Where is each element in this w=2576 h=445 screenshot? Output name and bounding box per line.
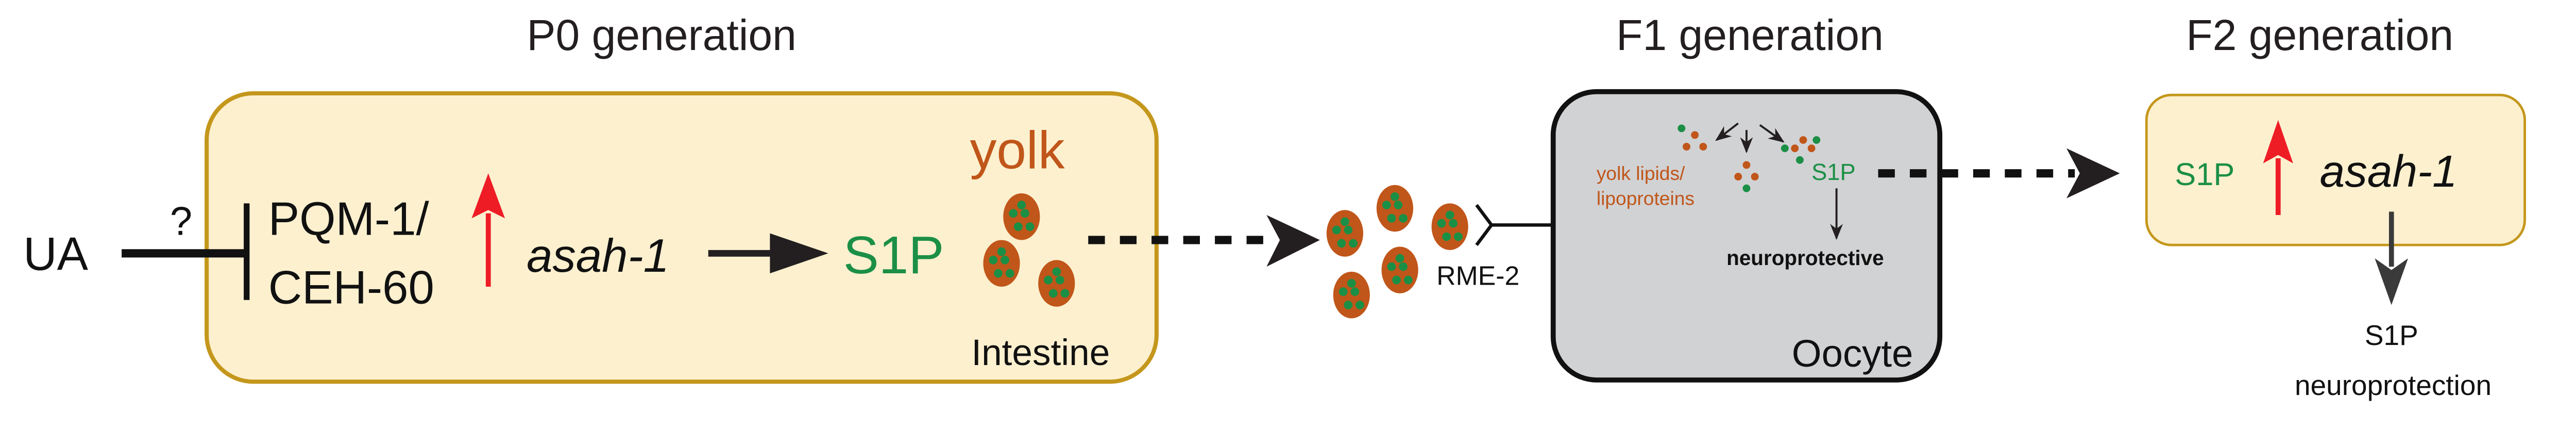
lipid-dots-right [1781,136,1821,164]
lipid-dots-left [1677,124,1707,151]
f2-box [2145,93,2526,246]
lipid-dots-middle [1734,161,1759,192]
asah1-gene-label: asah-1 [527,230,669,282]
s1p-label-f1: S1P [1811,159,1856,185]
yolk-particle-icon [1326,210,1363,257]
upregulation-arrow-icon [471,173,505,287]
s1p-label-p0: S1P [843,225,944,285]
upregulation-arrow-f2-icon [2263,120,2293,215]
oocyte-box [1550,89,1943,383]
produces-arrow-icon [708,233,828,274]
yolk-particle-icon [1333,271,1370,319]
pqm1-label: PQM-1/ [268,193,430,245]
p0-generation-title: P0 generation [527,11,796,59]
rme2-receptor-icon [1475,204,1553,246]
s1p-outcome-label: S1P [2365,319,2418,351]
secretion-dashed-arrow-icon [1088,215,1320,267]
intestine-label: Intestine [971,333,1110,373]
ua-label: UA [23,228,88,281]
yolk-particle-icon [1381,246,1418,293]
inheritance-dashed-arrow-icon [1878,148,2120,199]
f2-output-arrow-icon [2375,211,2409,305]
yolk-particle-icon [983,240,1020,287]
f2-generation-title: F2 generation [2186,11,2453,59]
oocyte-label: Oocyte [1792,332,1913,375]
neuroprotection-label: neuroprotection [2295,369,2492,401]
yolk-lipids-label-line1: yolk lipids/ [1597,162,1685,184]
uncertain-mark: ? [170,200,192,244]
yolk-label: yolk [970,120,1065,179]
f1-generation-title: F1 generation [1616,11,1884,59]
yolk-particle-icon [1431,203,1468,250]
rme2-label: RME-2 [1436,261,1519,291]
yolk-lipids-label-line2: lipoproteins [1597,188,1694,209]
ceh60-label: CEH-60 [268,261,434,314]
yolk-particles-intestine [983,193,1075,307]
yolk-particle-icon [1038,260,1075,307]
yolk-particles-transport [1326,185,1468,319]
s1p-label-f2: S1P [2175,157,2234,192]
neuroprotective-label: neuroprotective [1726,246,1884,270]
yolk-particle-icon [1376,185,1414,232]
asah1-gene-label-f2: asah-1 [2320,146,2458,196]
yolk-particle-icon [1003,193,1040,240]
breakdown-arrows-icon [1715,122,1785,154]
